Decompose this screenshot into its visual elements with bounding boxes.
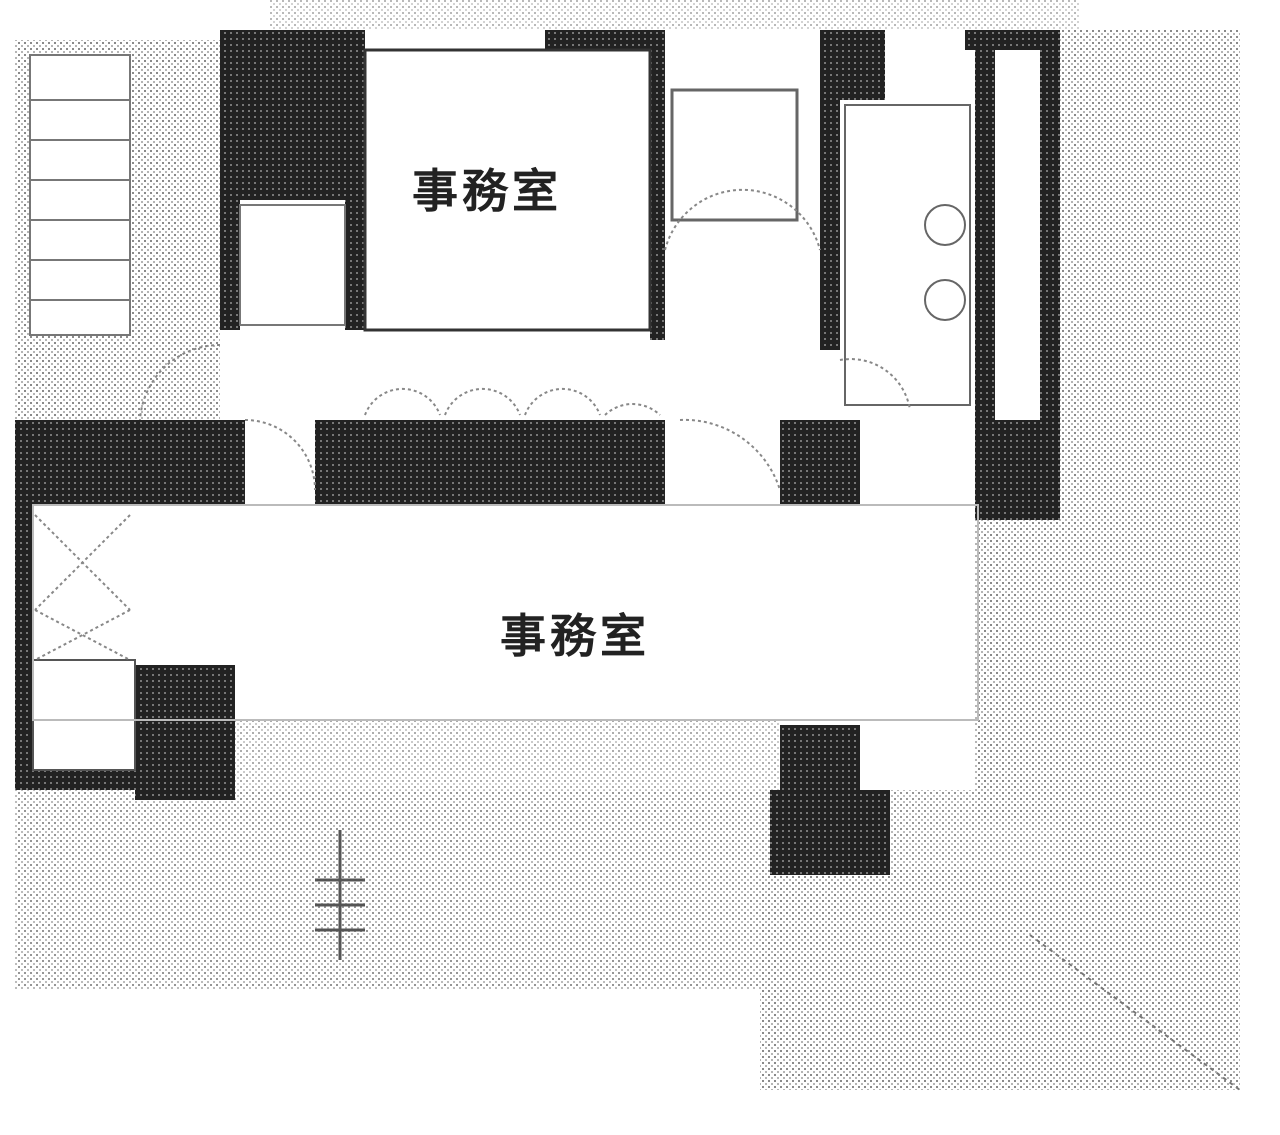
main-office-outline — [32, 504, 979, 721]
walls — [15, 30, 1060, 875]
small-storage — [239, 204, 346, 326]
terrace-strip — [235, 720, 780, 790]
upper-office-label: 事務室 — [412, 164, 562, 218]
toilet-fixture — [924, 279, 966, 321]
toilet-room — [844, 104, 971, 406]
elevator — [670, 88, 799, 222]
site-area-lower-right — [760, 870, 1240, 1090]
site-boundary — [1029, 934, 1241, 1091]
lower-left-room — [32, 659, 136, 771]
upper-office-room — [363, 48, 652, 332]
balcony-strip — [975, 520, 1080, 820]
main-office-label: 事務室 — [500, 609, 650, 663]
door-swings — [34, 188, 911, 661]
entrance-steps — [315, 830, 365, 960]
stairs — [29, 54, 131, 336]
toilet-fixture — [924, 204, 966, 246]
top-strip — [270, 0, 1080, 30]
